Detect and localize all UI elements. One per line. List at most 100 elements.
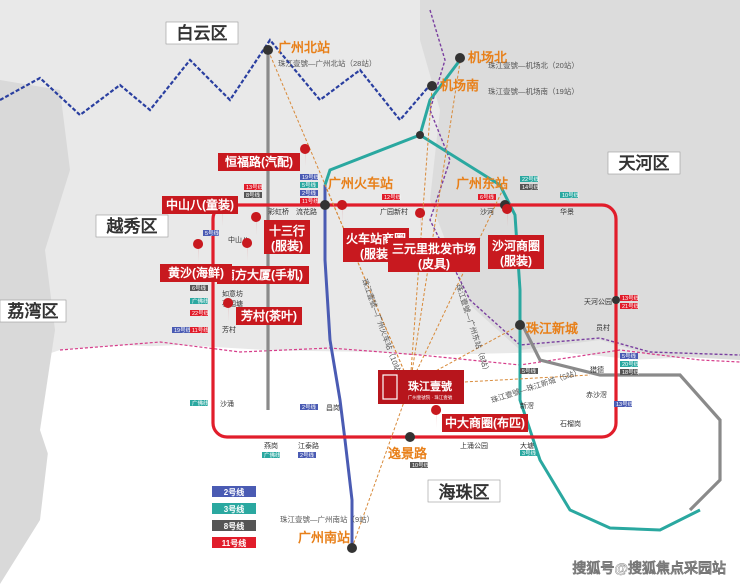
stop-changgang: 昌岗 xyxy=(326,404,340,412)
line-tags: 19号线 5号线 2号线 13号线 8号线 11号线 12号线 6号线 22号线… xyxy=(172,173,640,469)
station-airport-north: 机场北 xyxy=(468,50,507,65)
stop-shiliugang: 石榴岗 xyxy=(560,419,581,428)
stop-guangyuan: 广园新村 xyxy=(380,207,408,216)
svg-text:22号线: 22号线 xyxy=(522,175,540,183)
svg-text:广佛线: 广佛线 xyxy=(264,451,281,459)
svg-text:2号线: 2号线 xyxy=(302,403,317,411)
note-to-airport-south: 珠江壹號—机场南（19站） xyxy=(488,86,579,96)
station-guangzhou-north: 广州北站 xyxy=(278,40,330,55)
market-zhongda: 中大商圈(布匹) xyxy=(442,414,528,432)
svg-text:2号线: 2号线 xyxy=(224,487,244,497)
svg-text:11号线: 11号线 xyxy=(222,538,246,548)
svg-text:荔湾区: 荔湾区 xyxy=(7,301,59,321)
stop-huajing: 华景 xyxy=(560,207,574,216)
stop-liede: 猎德 xyxy=(590,365,604,374)
svg-text:天河区: 天河区 xyxy=(619,154,670,173)
svg-text:珠江壹號: 珠江壹號 xyxy=(408,379,452,393)
station-airport-south: 机场南 xyxy=(440,78,479,93)
market-hengfu: 恒福路(汽配) xyxy=(218,153,300,171)
stop-fangcun: 芳村 xyxy=(222,325,236,334)
svg-text:10号线: 10号线 xyxy=(562,191,580,199)
svg-text:十三行: 十三行 xyxy=(269,223,305,238)
svg-text:19号线: 19号线 xyxy=(174,326,192,334)
district-border-blue xyxy=(0,38,431,122)
liwan-area xyxy=(0,80,70,584)
svg-text:海珠区: 海珠区 xyxy=(439,482,490,502)
svg-text:8号线: 8号线 xyxy=(224,521,244,531)
legend: 2号线 3号线 8号线 11号线 xyxy=(212,486,256,548)
svg-text:恒福路(汽配): 恒福路(汽配) xyxy=(225,154,293,169)
market-nanfang: 南方大厦(手机) xyxy=(217,266,309,284)
watermark: 搜狐号@搜狐焦点采园站 xyxy=(572,560,726,576)
svg-text:13号线: 13号线 xyxy=(622,294,640,302)
stop-jiangtai: 江泰路 xyxy=(298,441,319,450)
svg-text:3号线: 3号线 xyxy=(224,504,244,514)
svg-text:(服装): (服装) xyxy=(360,246,392,261)
market-shahe: 沙河商圈 (服装) xyxy=(488,235,544,269)
market-fangcun: 芳村(茶叶) xyxy=(236,307,302,325)
district-border-red xyxy=(59,341,740,366)
note-to-south: 珠江壹號—广州南站（9站） xyxy=(280,514,374,524)
district-baiyun: 白云区 xyxy=(165,21,239,45)
svg-text:11号线: 11号线 xyxy=(192,326,209,334)
line8-route xyxy=(266,55,722,512)
line2-route xyxy=(323,185,354,548)
district-tianhe: 天河区 xyxy=(607,151,681,175)
stop-liuhua: 流花路 xyxy=(296,207,317,216)
market-zhongshanba: 中山八(童装) xyxy=(162,196,238,214)
svg-text:18号线: 18号线 xyxy=(622,368,640,376)
svg-text:11号线: 11号线 xyxy=(302,197,319,205)
svg-text:6号线: 6号线 xyxy=(480,193,495,201)
note-to-airport-north: 珠江壹號—机场北（20站） xyxy=(488,60,579,70)
svg-text:12号线: 12号线 xyxy=(384,193,402,201)
stop-zhongshanba: 中山八 xyxy=(228,235,249,244)
svg-text:3号线: 3号线 xyxy=(522,449,537,457)
station-yijing-road: 逸景路 xyxy=(388,446,428,461)
svg-text:5号线: 5号线 xyxy=(522,367,537,375)
note-to-north: 珠江壹號—广州北站（28站） xyxy=(278,58,376,68)
svg-text:22号线: 22号线 xyxy=(192,309,210,317)
stop-datang: 大塘 xyxy=(520,441,534,450)
district-liwan: 荔湾区 xyxy=(0,299,67,323)
station-guangzhou-south: 广州南站 xyxy=(298,530,350,545)
district-yuexiu: 越秀区 xyxy=(95,214,169,238)
station-dots xyxy=(263,45,620,553)
stop-yuancun: 员村 xyxy=(596,323,610,332)
svg-text:21号线: 21号线 xyxy=(622,302,640,310)
tianhe-area xyxy=(420,0,740,360)
svg-text:10号线: 10号线 xyxy=(412,461,430,469)
svg-text:沙河商圈: 沙河商圈 xyxy=(492,238,540,253)
stop-caihongqiao: 彩虹桥 xyxy=(268,207,289,216)
haizhu-area xyxy=(0,345,740,584)
market-shisanhang: 十三行 (服装) xyxy=(264,220,310,254)
svg-text:芳村(茶叶): 芳村(茶叶) xyxy=(241,308,297,323)
stop-shangchong: 上涌公园 xyxy=(460,441,488,450)
station-guangzhou-east: 广州东站 xyxy=(456,176,508,191)
svg-text:南方大厦(手机): 南方大厦(手机) xyxy=(223,267,303,282)
svg-text:2号线: 2号线 xyxy=(302,189,317,197)
svg-text:越秀区: 越秀区 xyxy=(106,216,158,236)
svg-text:中山八(童装): 中山八(童装) xyxy=(166,197,234,212)
svg-text:广州壹號院 · 珠江壹號: 广州壹號院 · 珠江壹號 xyxy=(408,394,453,401)
svg-text:黄沙(海鲜): 黄沙(海鲜) xyxy=(168,265,224,280)
svg-text:(服装): (服装) xyxy=(500,253,532,268)
stop-ruyifang: 如意坊 xyxy=(222,289,243,298)
station-guangzhou-railway: 广州火车站 xyxy=(328,176,393,191)
market-huangsha: 黄沙(海鲜) xyxy=(160,264,232,282)
svg-text:广佛线: 广佛线 xyxy=(192,399,209,407)
small-stations: 彩虹桥 流花路 广园新村 沙河 华景 中山八 如意坊 石围塘 芳村 沙涌 天河公… xyxy=(220,207,612,450)
stop-xinjiao: 新滘 xyxy=(520,401,534,410)
stop-yangang: 燕岗 xyxy=(264,441,278,450)
svg-text:6号线: 6号线 xyxy=(192,284,207,292)
svg-text:5号线: 5号线 xyxy=(622,352,637,360)
svg-text:三元里批发市场: 三元里批发市场 xyxy=(392,241,476,256)
svg-text:5号线: 5号线 xyxy=(205,229,220,237)
stop-shahe: 沙河 xyxy=(480,208,494,216)
svg-text:广佛线: 广佛线 xyxy=(192,297,209,305)
station-zhujiang-new-town: 珠江新城 xyxy=(526,321,578,336)
district-haizhu: 海珠区 xyxy=(427,479,501,503)
svg-text:白云区: 白云区 xyxy=(177,23,228,43)
svg-text:2号线: 2号线 xyxy=(300,451,315,459)
stop-chisha: 赤沙滘 xyxy=(586,390,607,399)
